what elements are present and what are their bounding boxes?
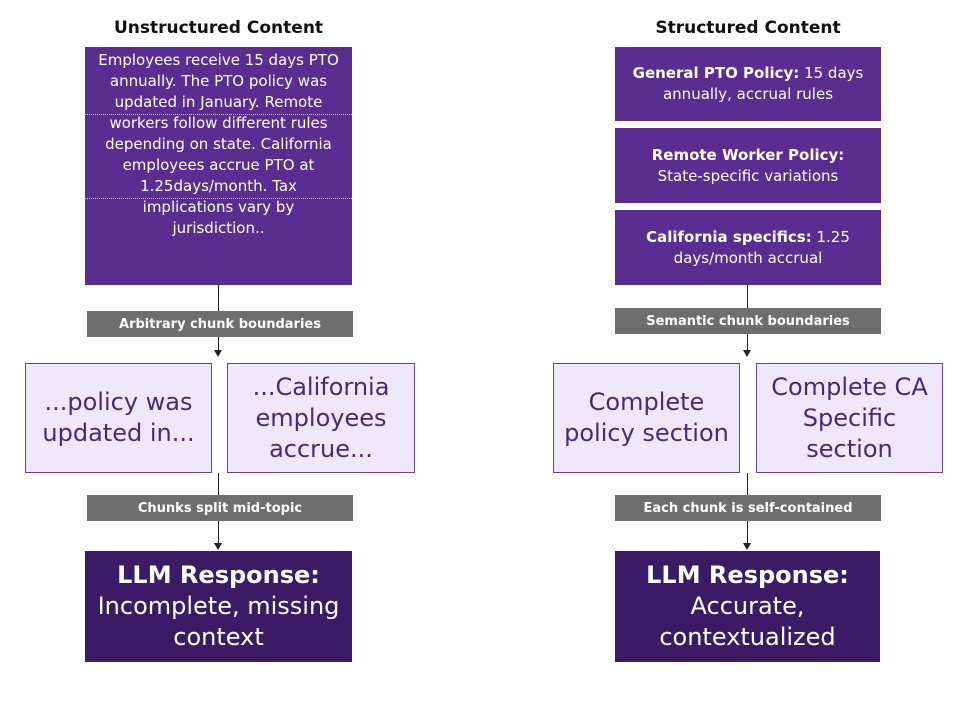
unstructured-content-text: Employees receive 15 days PTO annually. …: [98, 51, 339, 237]
self-contained-label: Each chunk is self-contained: [615, 495, 881, 521]
section-california-specifics: California specifics: 1.25 days/month ac…: [615, 210, 881, 285]
chunk-complete-ca: Complete CA Specific section: [756, 363, 943, 473]
chunk-divider: [85, 198, 352, 199]
llm-response-incomplete: LLM Response: Incomplete, missing contex…: [85, 551, 352, 662]
chunk-complete-policy: Complete policy section: [553, 363, 740, 473]
section-text: 15 days annually, accrual rules: [662, 64, 864, 103]
section-remote-worker: Remote Worker Policy: State-specific vari…: [615, 128, 881, 203]
arrow-down-icon: [214, 543, 222, 550]
section-heading: California specifics:: [646, 227, 812, 246]
split-mid-topic-label: Chunks split mid-topic: [87, 495, 353, 521]
section-text: State-specific variations: [657, 166, 839, 185]
response-title: LLM Response:: [117, 561, 320, 589]
semantic-boundaries-label: Semantic chunk boundaries: [615, 308, 881, 334]
unstructured-title: Unstructured Content: [113, 18, 324, 38]
section-heading: Remote Worker Policy:: [651, 145, 845, 164]
chunk-california-fragment: ...California employees accrue...: [227, 363, 415, 473]
section-text: 1.25 days/month accrual: [673, 227, 850, 267]
chunk-policy-fragment: ...policy was updated in...: [25, 363, 212, 473]
response-text: Incomplete, missing context: [97, 592, 340, 651]
structured-title: Structured Content: [655, 18, 841, 38]
section-heading: General PTO Policy:: [632, 64, 800, 82]
arrow-down-icon: [214, 350, 222, 357]
response-text: Accurate, contextualized: [659, 592, 836, 651]
unstructured-content-box: Employees receive 15 days PTO annually. …: [85, 47, 352, 285]
section-general-pto: General PTO Policy: 15 days annually, ac…: [615, 47, 881, 121]
arrow-down-icon: [743, 350, 751, 357]
response-title: LLM Response:: [646, 561, 849, 589]
llm-response-accurate: LLM Response: Accurate, contextualized: [615, 551, 880, 662]
arbitrary-boundaries-label: Arbitrary chunk boundaries: [87, 311, 353, 337]
chunk-divider: [85, 114, 352, 115]
arrow-down-icon: [743, 543, 751, 550]
